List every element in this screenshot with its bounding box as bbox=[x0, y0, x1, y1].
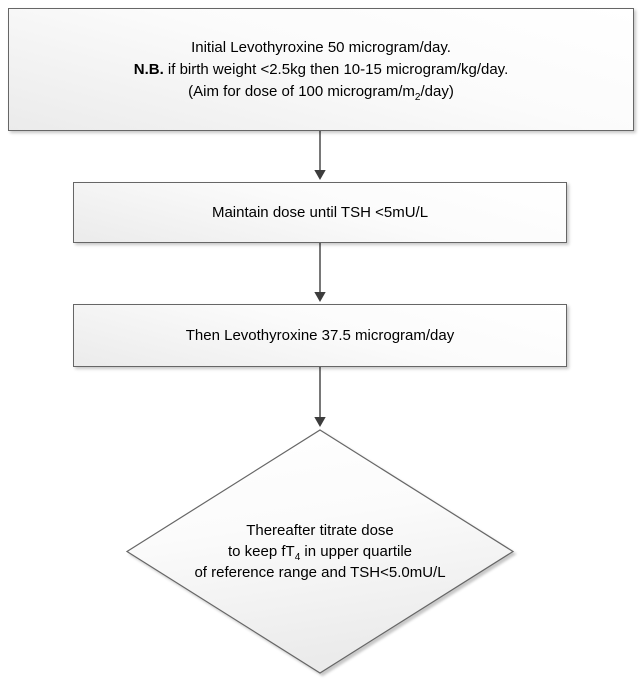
initial-dose-line2-rest: if birth weight <2.5kg then 10-15 microg… bbox=[163, 60, 509, 78]
initial-dose-line2: N.B. if birth weight <2.5kg then 10-15 m… bbox=[134, 59, 508, 81]
initial-dose-line3-subscript: 2 bbox=[414, 91, 421, 103]
process-box-maintain-dose: Maintain dose until TSH <5mU/L bbox=[73, 182, 567, 243]
down-arrow-1 bbox=[314, 131, 326, 180]
process-box-reduced-dose: Then Levothyroxine 37.5 microgram/day bbox=[73, 304, 567, 367]
decision-line3: of reference range and TSH<5.0mU/L bbox=[194, 564, 446, 581]
down-arrow-3 bbox=[314, 367, 326, 427]
decision-line2: to keep fT4 in upper quartile bbox=[227, 541, 412, 563]
decision-line2-subscript: 4 bbox=[294, 552, 301, 563]
down-arrow-2 bbox=[314, 243, 326, 302]
decision-line2-pre: to keep fT bbox=[227, 543, 295, 560]
decision-line1: Thereafter titrate dose bbox=[246, 522, 394, 539]
decision-line2-post: in upper quartile bbox=[300, 543, 412, 560]
decision-diamond-label: Thereafter titrate dose to keep fT4 in u… bbox=[127, 430, 513, 673]
process-box-initial-dose: Initial Levothyroxine 50 microgram/day. … bbox=[8, 8, 634, 131]
nb-bold-label: N.B. bbox=[133, 60, 164, 78]
initial-dose-line1: Initial Levothyroxine 50 microgram/day. bbox=[191, 38, 451, 56]
reduced-dose-text: Then Levothyroxine 37.5 microgram/day bbox=[185, 327, 455, 344]
initial-dose-line3-pre: (Aim for dose of 100 microgram/m bbox=[188, 82, 415, 100]
initial-dose-line3: (Aim for dose of 100 microgram/m2/day) bbox=[188, 81, 454, 103]
initial-dose-line3-post: /day) bbox=[420, 82, 454, 100]
maintain-dose-text: Maintain dose until TSH <5mU/L bbox=[211, 204, 429, 221]
